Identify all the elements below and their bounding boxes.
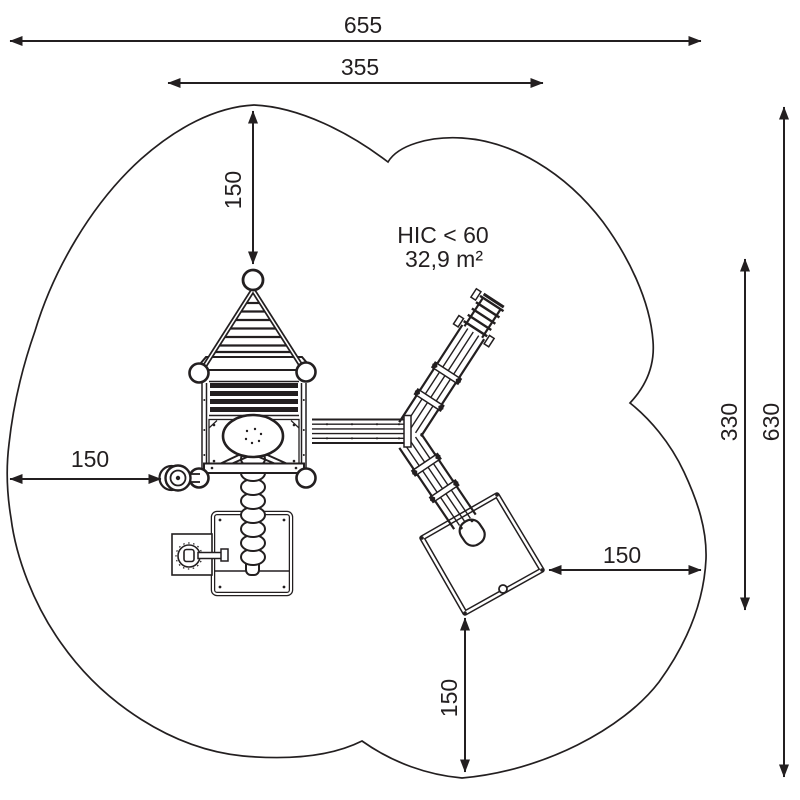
roof-finial-ball	[241, 268, 265, 292]
area-note: 32,9 m²	[405, 246, 483, 272]
net-bridge	[312, 418, 407, 444]
dimension-label-bottom-clearance: 150	[436, 679, 462, 717]
oval-deck	[221, 413, 285, 459]
dimension-total-height: 630	[758, 106, 789, 778]
dimension-label-total-width: 655	[344, 12, 382, 38]
dimension-left-clearance: 150	[9, 446, 162, 484]
climbing-arm-lower	[398, 432, 486, 547]
bridge-junction-post	[403, 414, 412, 448]
dimension-right-clearance: 150	[548, 542, 702, 575]
climbing-arm-upper	[398, 287, 505, 438]
entry-ladder	[452, 287, 505, 348]
tower	[188, 268, 317, 489]
dimension-label-right-clearance: 150	[603, 542, 641, 568]
dimension-top-clearance: 150	[220, 110, 258, 265]
dimension-total-width: 655	[9, 12, 702, 46]
dimension-label-top-clearance: 150	[220, 171, 246, 209]
hic-note: HIC < 60	[397, 222, 488, 248]
dimension-bottom-clearance: 150	[436, 617, 470, 773]
dimension-label-left-clearance: 150	[71, 446, 109, 472]
impact-annotation: HIC < 60 32,9 m²	[397, 222, 488, 272]
dimension-label-inner-width: 355	[341, 54, 379, 80]
dimension-label-total-height: 630	[758, 403, 784, 441]
dimension-inner-height: 330	[716, 258, 750, 611]
steering-wheel	[158, 464, 200, 492]
angled-platform-frame	[419, 492, 545, 616]
safety-area-outline	[6, 104, 707, 779]
tower-roof	[201, 288, 305, 369]
spring-toy	[171, 533, 229, 576]
dimension-label-inner-height: 330	[716, 403, 742, 441]
tower-wall-slats	[209, 380, 299, 417]
dimension-inner-width: 355	[167, 54, 544, 88]
